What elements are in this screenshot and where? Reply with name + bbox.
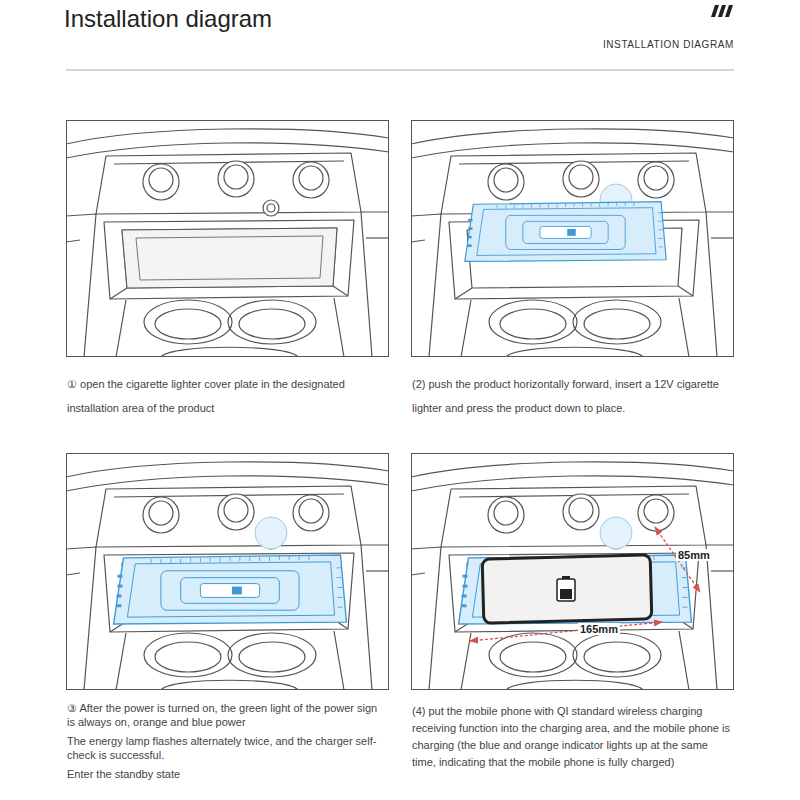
header-mark: [718, 5, 726, 17]
step-panel: (2) push the product horizontally forwar…: [411, 120, 734, 357]
header-rule: [66, 70, 734, 71]
step-text: ③ After the power is turned on, the gree…: [67, 701, 388, 729]
step-text: ① open the cigarette lighter cover plate…: [67, 372, 388, 420]
step-caption: (2) push the product horizontally forwar…: [412, 372, 733, 420]
console-illustration: [562, 576, 570, 579]
header-mark: [725, 5, 733, 17]
console-illustration: [560, 589, 572, 599]
console-illustration: [66, 462, 389, 690]
console-illustration: [66, 129, 389, 357]
console-illustration: [66, 129, 389, 357]
console-illustration: [459, 555, 692, 624]
step-panel: (4) put the mobile phone with QI standar…: [411, 453, 734, 690]
step-caption: ③ After the power is turned on, the gree…: [67, 701, 388, 786]
dimension-arrow: [470, 622, 662, 641]
step-text: The energy lamp flashes alternately twic…: [67, 734, 388, 762]
console-illustration: [411, 129, 734, 357]
step-caption: ① open the cigarette lighter cover plate…: [67, 372, 388, 420]
console-illustration: [114, 555, 347, 624]
console-illustration: [465, 202, 666, 262]
header-mark: [711, 5, 733, 17]
step-panel: ③ After the power is turned on, the gree…: [66, 453, 389, 690]
console-illustration: [482, 555, 652, 623]
console-illustration: [411, 129, 734, 357]
console-illustration: [66, 462, 389, 690]
step-text: (4) put the mobile phone with QI standar…: [412, 703, 733, 771]
dimension-label: 165mm: [578, 623, 620, 635]
console-illustration: [411, 462, 734, 690]
page-title: Installation diagram: [64, 5, 272, 33]
header-subtitle: INSTALLATION DIAGRAM: [603, 39, 734, 50]
console-illustration: [557, 579, 575, 601]
step-panel: ① open the cigarette lighter cover plate…: [66, 120, 389, 357]
console-illustration: [122, 228, 337, 288]
dimension-arrow: [470, 527, 700, 641]
header-mark: [711, 5, 719, 17]
console-illustration: [411, 462, 734, 690]
step-text: Enter the standby state: [67, 767, 388, 781]
step-caption: (4) put the mobile phone with QI standar…: [412, 703, 733, 771]
console-illustration: [255, 517, 287, 549]
dimension-label: 85mm: [676, 549, 712, 561]
step-text: (2) push the product horizontally forwar…: [412, 372, 733, 420]
console-illustration: [136, 236, 323, 280]
console-illustration: [600, 517, 632, 549]
